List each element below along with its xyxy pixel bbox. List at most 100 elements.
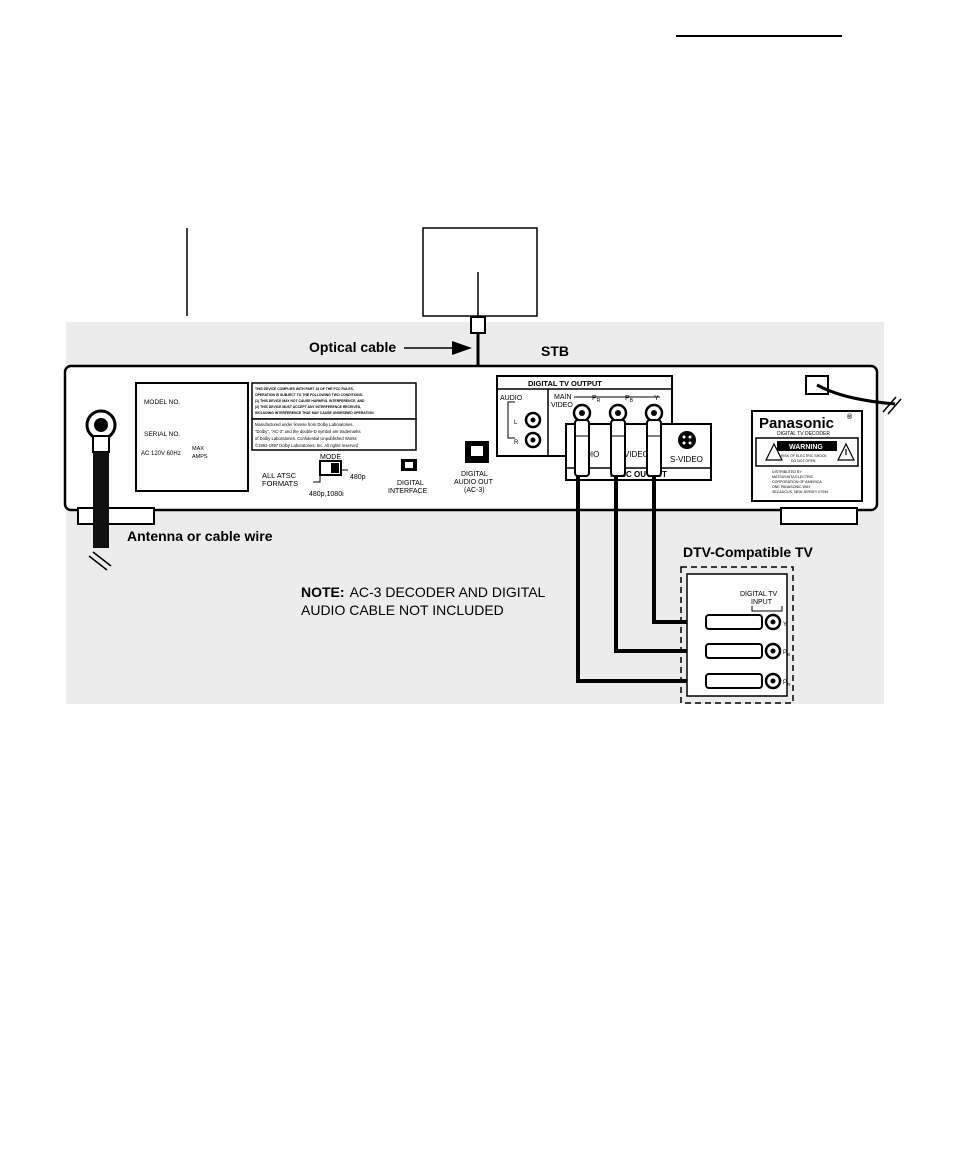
distributed-line: MATSUSHITA ELECTRIC (772, 475, 814, 479)
fcc-line: INCLUDING INTERFERENCE THAT MAY CAUSE UN… (255, 411, 374, 415)
note-line-2: AUDIO CABLE NOT INCLUDED (301, 602, 504, 618)
audio-r-jack-core (530, 437, 536, 443)
note-line-1: NOTE:AC-3 DECODER AND DIGITAL (301, 584, 546, 600)
tv-input-label: INPUT (751, 599, 773, 606)
distributed-line: SECAUCUS, NEW JERSEY 07094 (772, 490, 828, 494)
power-cord-break (887, 398, 902, 415)
antenna-connector-core (94, 418, 108, 432)
decoder-callout-box (422, 227, 538, 317)
stb-foot-right (780, 507, 858, 525)
optical-plug-top (470, 316, 486, 334)
audio-out-text: (AC-3) (464, 487, 485, 494)
p480-text: 480p (350, 474, 366, 481)
audio-l-label: L (514, 420, 518, 426)
dtv-tv-label: DTV-Compatible TV (683, 544, 814, 560)
tv-pb-label: PB (783, 650, 790, 657)
fcc-line: (1) THIS DEVICE MAY NOT CAUSE HARMFUL IN… (255, 399, 365, 403)
tv-pr-label: PR (783, 680, 791, 687)
tv-y-plug (705, 614, 763, 630)
stb-label: STB (541, 343, 569, 359)
antenna-connector-nut (92, 435, 110, 453)
power-cord-break (882, 396, 897, 413)
all-atsc-text: ALL ATSC (262, 471, 297, 480)
model-no-text: MODEL NO. (144, 399, 180, 406)
audio-r-label: R (514, 440, 519, 446)
antenna-label: Antenna or cable wire (127, 528, 273, 544)
stb-foot-left (77, 507, 155, 525)
warning-line: DO NOT OPEN (791, 459, 816, 463)
antenna-cable-break (88, 555, 108, 571)
p480-1080i-text: 480p,1080i (309, 491, 344, 498)
pb-jack-core (615, 410, 621, 416)
tv-pb-jack-core (770, 648, 776, 654)
antenna-cable (93, 452, 109, 548)
fcc-line: THIS DEVICE COMPLIES WITH PART 15 OF THE… (255, 387, 354, 391)
distributed-line: ONE PANASONIC WAY, (772, 485, 811, 489)
y-jack-core (651, 410, 657, 416)
digital-text: DIGITAL (397, 480, 424, 487)
tv-digital-tv-label: DIGITAL TV (740, 591, 778, 598)
fcc-line: (2) THIS DEVICE MUST ACCEPT ANY INTERFER… (255, 405, 361, 409)
s-video-label: S-VIDEO (670, 455, 703, 464)
dtv-output-title: DIGITAL TV OUTPUT (528, 379, 602, 388)
distributed-line: DISTRIBUTED BY (772, 470, 802, 474)
optical-arrow-head (452, 341, 472, 355)
ntsc-video-label: VIDEO (624, 450, 649, 459)
warning-line: RISK OF ELECTRIC SHOCK (781, 454, 827, 458)
digital-interface-port-inner (405, 462, 413, 468)
ntsc-output-title: NTSC OUTPUT (610, 470, 667, 479)
pb-plug (610, 419, 626, 477)
antenna-cable-break (92, 551, 112, 567)
interface-text: INTERFACE (388, 488, 428, 495)
digital-audio-out-port-inner (471, 446, 483, 456)
warning-banner (777, 441, 837, 451)
audio-l-jack-core (530, 417, 536, 423)
s-video-jack (678, 431, 696, 449)
y-plug (646, 419, 662, 477)
mode-bracket (313, 475, 321, 483)
pb-cable (614, 476, 706, 653)
video-label: VIDEO (551, 402, 573, 409)
pr-cable (576, 476, 706, 683)
mode-label: MODE (320, 454, 341, 461)
audio-bracket (507, 401, 515, 439)
pr-plug (574, 419, 590, 477)
dolby-line: of Dolby Laboratories. Confidential Unpu… (255, 436, 357, 441)
dolby-label (251, 418, 417, 451)
brand-subtitle: DIGITAL TV DECODER (777, 431, 830, 437)
amps-text: AMPS (192, 454, 208, 460)
distributed-line: CORPORATION OF AMERICA (772, 480, 822, 484)
tv-y-jack-core (770, 619, 776, 625)
serial-no-text: SERIAL NO. (144, 431, 180, 438)
audio-label: AUDIO (500, 395, 523, 402)
s-video-jack-pin (688, 435, 692, 439)
s-video-jack-pin (688, 441, 692, 445)
tv-input-bracket (751, 606, 783, 612)
tv-y-label: Y (783, 622, 787, 628)
y-label: Y (654, 395, 659, 402)
warning-text: WARNING (789, 444, 823, 451)
audio-out-text: DIGITAL (461, 471, 488, 478)
max-text: MAX (192, 446, 204, 452)
formats-text: FORMATS (262, 479, 298, 488)
dolby-line: ©1992-1997 Dolby Laboratories, Inc. All … (255, 443, 359, 448)
mode-switch-knob (331, 463, 339, 473)
tv-panel-outer (680, 566, 794, 704)
model-label-plate (135, 382, 249, 492)
power-cord (816, 383, 896, 406)
s-video-jack-pin (682, 441, 686, 445)
ac-rating-text: AC 120V 60Hz (141, 451, 181, 457)
pr-jack-core (579, 410, 585, 416)
dolby-line: "Dolby", "AC-3" and the double-D symbol … (255, 429, 361, 434)
brand-name: Panasonic (759, 415, 834, 432)
audio-out-text: AUDIO OUT (454, 479, 494, 486)
tv-pb-plug (705, 643, 763, 659)
shock-warning-icon (765, 442, 783, 461)
dolby-line: Manufactured under license from Dolby La… (255, 422, 354, 427)
pb-label: PB (625, 395, 634, 404)
optical-cable-label: Optical cable (309, 339, 396, 355)
fcc-line: OPERATION IS SUBJECT TO THE FOLLOWING TW… (255, 393, 363, 397)
tv-pr-jack-core (770, 678, 776, 684)
pr-label: PR (592, 395, 601, 404)
